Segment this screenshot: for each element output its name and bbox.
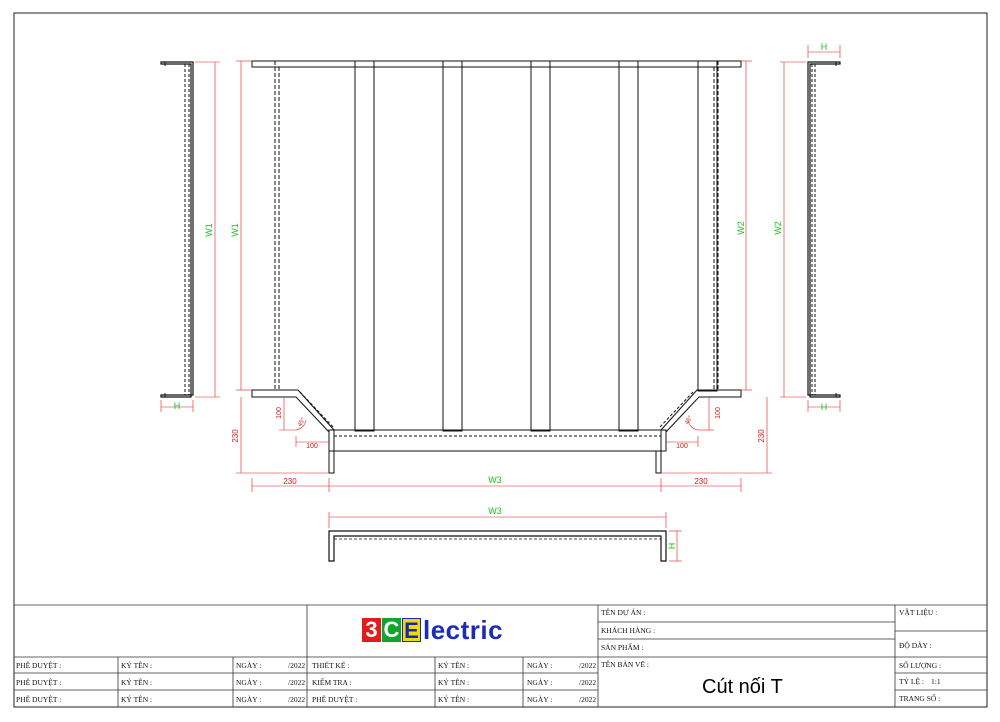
label-100-left-vertical: 100 bbox=[276, 407, 283, 419]
label-w2-main: W2 bbox=[736, 221, 746, 235]
design-role: THIẾT KẾ : bbox=[312, 661, 350, 670]
label-h-left: H bbox=[174, 401, 181, 411]
drawing-name-label: TÊN BẢN VẼ : bbox=[601, 660, 649, 669]
title-block-grid bbox=[14, 604, 987, 707]
logo-box-green: C bbox=[382, 617, 401, 642]
dim-w3-profile bbox=[328, 512, 682, 562]
approval-year: /2022 bbox=[288, 678, 306, 687]
main-dimension-lines bbox=[236, 60, 772, 492]
dimension-labels: W1 W1 W2 W2 H H H H W3 W3 230 230 230 23… bbox=[174, 42, 828, 549]
label-100-right-vertical: 100 bbox=[715, 407, 722, 419]
dim-w2-side bbox=[780, 45, 841, 412]
approval-date: NGÀY : bbox=[236, 695, 262, 704]
label-230-left-vertical: 230 bbox=[231, 429, 240, 443]
approval-sign: KÝ TÊN : bbox=[121, 661, 153, 670]
label-h-top-right: H bbox=[821, 42, 828, 52]
label-230-right-vertical: 230 bbox=[757, 429, 766, 443]
label-w1-main: W1 bbox=[230, 223, 240, 237]
t-joint-plan-view bbox=[251, 60, 742, 474]
design-year: /2022 bbox=[579, 661, 597, 670]
scale-label: TỶ LỆ : bbox=[899, 677, 924, 686]
approval-role: PHÊ DUYỆT : bbox=[16, 695, 62, 704]
label-230-bottom-left: 230 bbox=[283, 477, 297, 486]
product-label: SẢN PHẨM : bbox=[601, 643, 644, 652]
label-h-bottom-right: H bbox=[821, 402, 828, 412]
logo-box-yellow: E bbox=[402, 618, 421, 643]
dim-w1-side bbox=[160, 61, 220, 412]
customer-label: KHÁCH HÀNG : bbox=[601, 626, 656, 635]
quantity-label: SỐ LƯỢNG : bbox=[899, 661, 942, 670]
approval-year: /2022 bbox=[288, 695, 306, 704]
label-w3-profile: W3 bbox=[488, 506, 502, 516]
label-100-left-horizontal: 100 bbox=[306, 443, 318, 450]
side-view-w1 bbox=[160, 61, 194, 398]
drawing-name: Cút nối T bbox=[702, 676, 783, 698]
design-date: NGÀY : bbox=[527, 661, 553, 670]
check-sign: KÝ TÊN : bbox=[438, 678, 470, 687]
approval-date: NGÀY : bbox=[236, 661, 262, 670]
approval-role: PHÊ DUYỆT : bbox=[16, 661, 62, 670]
final-approval-year: /2022 bbox=[579, 695, 597, 704]
label-w1-side: W1 bbox=[204, 223, 214, 237]
logo-wordmark: lectric bbox=[423, 614, 504, 645]
check-date: NGÀY : bbox=[527, 678, 553, 687]
side-view-w2 bbox=[807, 61, 841, 398]
label-100-right-horizontal: 100 bbox=[676, 443, 688, 450]
scale-value: 1:1 bbox=[931, 677, 941, 686]
check-year: /2022 bbox=[579, 678, 597, 687]
approval-date: NGÀY : bbox=[236, 678, 262, 687]
label-h-profile: H bbox=[667, 543, 677, 550]
final-approval-sign: KÝ TÊN : bbox=[438, 695, 470, 704]
label-230-bottom-right: 230 bbox=[694, 477, 708, 486]
label-angle-right: 45° bbox=[684, 415, 694, 426]
approval-role: PHÊ DUYỆT : bbox=[16, 678, 62, 687]
page-label: TRANG SỐ : bbox=[899, 694, 941, 703]
thickness-label: ĐỘ DÀY : bbox=[899, 641, 932, 650]
company-logo: 3 C E lectric bbox=[362, 614, 504, 645]
project-label: TÊN DỰ ÁN : bbox=[601, 608, 646, 617]
approval-sign: KÝ TÊN : bbox=[121, 678, 153, 687]
material-label: VẬT LIỆU : bbox=[899, 608, 938, 617]
design-sign: KÝ TÊN : bbox=[438, 661, 470, 670]
drawing-border bbox=[13, 12, 988, 708]
final-approval-role: PHÊ DUYỆT : bbox=[312, 695, 358, 704]
label-w3-main: W3 bbox=[488, 475, 502, 485]
final-approval-date: NGÀY : bbox=[527, 695, 553, 704]
approval-sign: KÝ TÊN : bbox=[121, 695, 153, 704]
logo-box-red: 3 bbox=[362, 618, 381, 642]
label-w2-side: W2 bbox=[773, 221, 783, 235]
branch-profile-w3 bbox=[328, 530, 667, 562]
approval-year: /2022 bbox=[288, 661, 306, 670]
label-angle-left: 45° bbox=[297, 417, 307, 428]
check-role: KIỂM TRA : bbox=[312, 678, 352, 687]
